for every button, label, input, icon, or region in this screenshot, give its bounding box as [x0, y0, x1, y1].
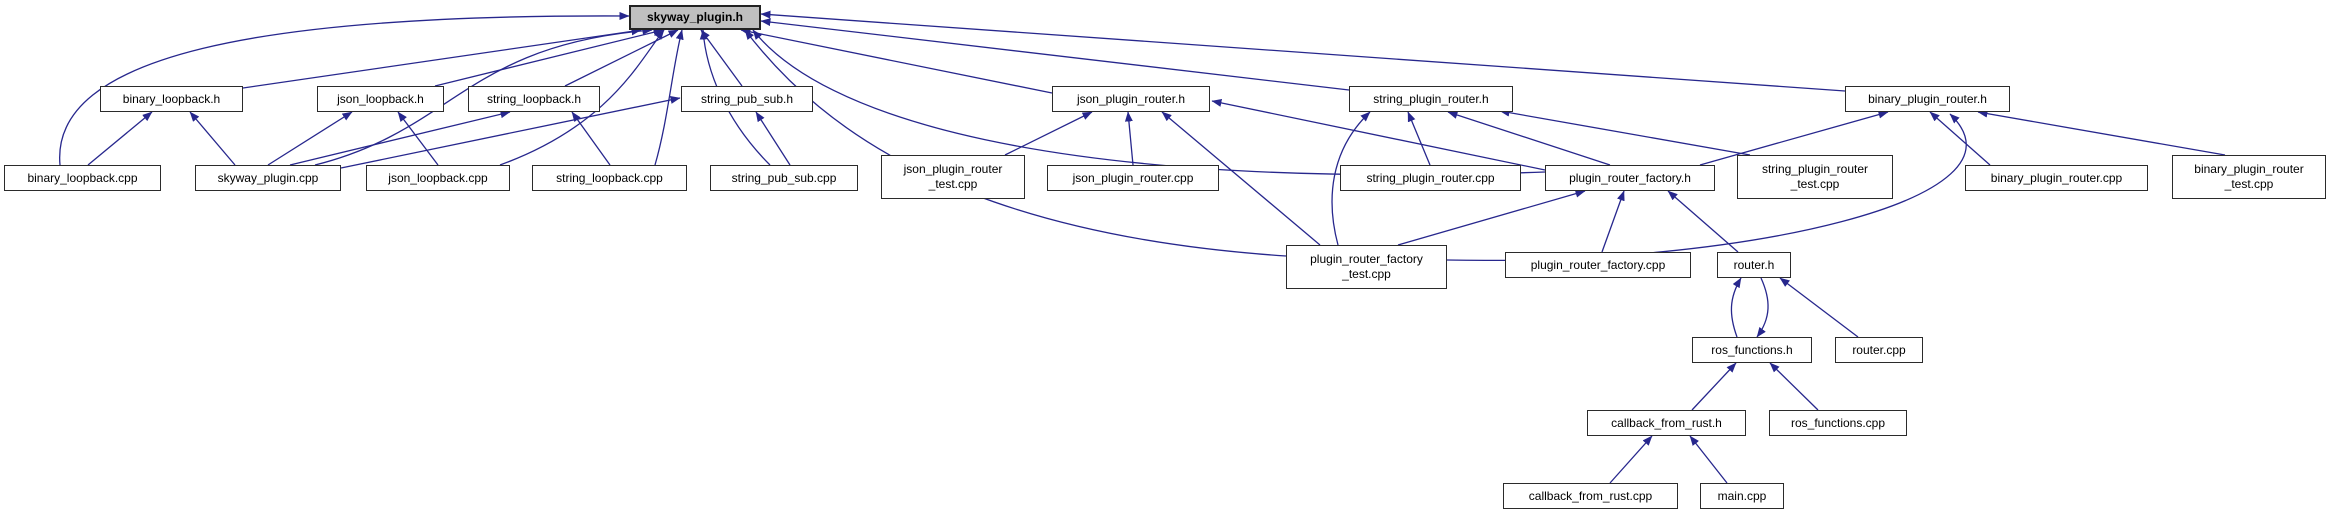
edge-json_loopback_cpp-to-skyway_plugin_h — [499, 29, 665, 166]
edge-binary_plugin_router_test_cpp-to-binary_plugin_router_h — [1977, 109, 2226, 156]
node-string_loopback_h[interactable]: string_loopback.h — [468, 86, 600, 112]
edge-skyway_plugin_cpp-to-string_pub_sub_h — [340, 96, 681, 169]
node-binary_plugin_router_h[interactable]: binary_plugin_router.h — [1845, 86, 2010, 112]
node-callback_from_rust_cpp[interactable]: callback_from_rust.cpp — [1503, 483, 1678, 509]
node-string_pub_sub_h[interactable]: string_pub_sub.h — [681, 86, 813, 112]
edge-string_pub_sub_h-to-skyway_plugin_h — [700, 29, 743, 87]
node-binary_plugin_router_test_cpp[interactable]: binary_plugin_router _test.cpp — [2172, 155, 2326, 199]
edge-plugin_router_factory_test_cpp-to-plugin_router_factory_h — [1397, 189, 1586, 246]
edge-string_plugin_router_test_cpp-to-string_plugin_router_h — [1499, 108, 1751, 156]
node-json_plugin_router_test_cpp[interactable]: json_plugin_router _test.cpp — [881, 155, 1025, 199]
node-skyway_plugin_h[interactable]: skyway_plugin.h — [629, 5, 761, 30]
edge-string_pub_sub_cpp-to-string_pub_sub_h — [755, 111, 791, 166]
node-json_plugin_router_cpp[interactable]: json_plugin_router.cpp — [1047, 165, 1219, 191]
node-string_pub_sub_cpp[interactable]: string_pub_sub.cpp — [710, 165, 858, 191]
node-ros_functions_h[interactable]: ros_functions.h — [1692, 337, 1812, 363]
edge-main_cpp-to-callback_from_rust_h — [1689, 435, 1728, 484]
edge-callback_from_rust_h-to-ros_functions_h — [1691, 362, 1737, 411]
edge-string_loopback_cpp-to-skyway_plugin_h — [654, 29, 684, 166]
node-main_cpp[interactable]: main.cpp — [1700, 483, 1784, 509]
edge-binary_loopback_cpp-to-binary_loopback_h — [87, 111, 153, 166]
node-ros_functions_cpp[interactable]: ros_functions.cpp — [1769, 410, 1907, 436]
edge-router_cpp-to-router_h — [1779, 277, 1859, 338]
node-string_loopback_cpp[interactable]: string_loopback.cpp — [532, 165, 687, 191]
node-json_plugin_router_h[interactable]: json_plugin_router.h — [1052, 86, 1210, 112]
edge-binary_loopback_cpp-to-skyway_plugin_h — [59, 11, 630, 166]
edge-plugin_router_factory_h-to-json_plugin_router_h — [1211, 99, 1546, 171]
edge-plugin_router_factory_h-to-binary_plugin_router_h — [1699, 110, 1889, 166]
edge-callback_from_rust_cpp-to-callback_from_rust_h — [1609, 435, 1653, 484]
edge-skyway_plugin_cpp-to-string_loopback_h — [289, 110, 511, 166]
edge-ros_functions_cpp-to-ros_functions_h — [1769, 362, 1819, 411]
edge-router_h-to-plugin_router_factory_h — [1667, 190, 1739, 253]
edge-plugin_router_factory_h-to-string_plugin_router_h — [1447, 111, 1611, 166]
edge-skyway_plugin_cpp-to-skyway_plugin_h — [314, 26, 653, 166]
node-json_loopback_cpp[interactable]: json_loopback.cpp — [366, 165, 510, 191]
edge-string_plugin_router_h-to-skyway_plugin_h — [760, 18, 1350, 91]
edge-json_plugin_router_h-to-skyway_plugin_h — [740, 27, 1053, 94]
node-binary_plugin_router_cpp[interactable]: binary_plugin_router.cpp — [1965, 165, 2148, 191]
edge-skyway_plugin_cpp-to-json_loopback_h — [267, 111, 353, 166]
edge-plugin_router_factory_test_cpp-to-skyway_plugin_h — [744, 29, 1287, 257]
node-router_cpp[interactable]: router.cpp — [1835, 337, 1923, 363]
edge-binary_plugin_router_h-to-skyway_plugin_h — [760, 10, 1846, 92]
edge-plugin_router_factory_test_cpp-to-string_plugin_router_h — [1331, 111, 1371, 246]
edge-json_loopback_cpp-to-json_loopback_h — [397, 111, 439, 166]
node-plugin_router_factory_test_cpp[interactable]: plugin_router_factory _test.cpp — [1286, 245, 1447, 289]
edge-router_h-to-ros_functions_h — [1756, 277, 1769, 338]
edge-binary_plugin_router_cpp-to-binary_plugin_router_h — [1929, 111, 1991, 166]
node-plugin_router_factory_h[interactable]: plugin_router_factory.h — [1545, 165, 1715, 191]
node-skyway_plugin_cpp[interactable]: skyway_plugin.cpp — [195, 165, 341, 191]
edge-ros_functions_h-to-router_h — [1730, 277, 1742, 338]
node-callback_from_rust_h[interactable]: callback_from_rust.h — [1587, 410, 1746, 436]
node-string_plugin_router_test_cpp[interactable]: string_plugin_router _test.cpp — [1737, 155, 1893, 199]
node-plugin_router_factory_cpp[interactable]: plugin_router_factory.cpp — [1505, 252, 1691, 278]
node-binary_loopback_cpp[interactable]: binary_loopback.cpp — [4, 165, 161, 191]
edge-json_plugin_router_cpp-to-json_plugin_router_h — [1124, 111, 1134, 166]
node-string_plugin_router_h[interactable]: string_plugin_router.h — [1349, 86, 1513, 112]
edge-json_loopback_h-to-skyway_plugin_h — [434, 28, 664, 87]
edge-json_plugin_router_test_cpp-to-json_plugin_router_h — [1004, 111, 1093, 156]
edge-string_plugin_router_cpp-to-string_plugin_router_h — [1407, 111, 1431, 166]
edge-plugin_router_factory_test_cpp-to-json_plugin_router_h — [1161, 111, 1321, 246]
edge-binary_loopback_h-to-skyway_plugin_h — [242, 27, 642, 89]
edge-skyway_plugin_cpp-to-binary_loopback_h — [189, 111, 236, 166]
edge-string_loopback_cpp-to-string_loopback_h — [571, 111, 611, 166]
node-json_loopback_h[interactable]: json_loopback.h — [317, 86, 444, 112]
node-string_plugin_router_cpp[interactable]: string_plugin_router.cpp — [1340, 165, 1521, 191]
node-binary_loopback_h[interactable]: binary_loopback.h — [100, 86, 243, 112]
node-router_h[interactable]: router.h — [1717, 252, 1791, 278]
edge-plugin_router_factory_cpp-to-plugin_router_factory_h — [1601, 190, 1625, 253]
